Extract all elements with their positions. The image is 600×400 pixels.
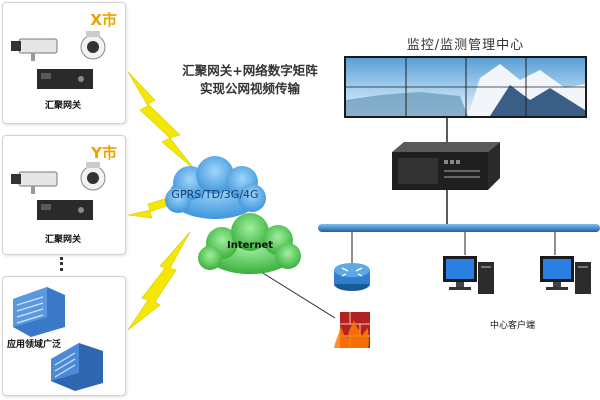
internet-label-wrap: Internet (205, 240, 295, 251)
pc-icon (443, 256, 494, 294)
building-icon (51, 343, 103, 391)
monitor-center-title: 监控/监测管理中心 (406, 38, 525, 53)
clients-label: 中心客户端 (490, 321, 536, 331)
lightning-icon (127, 231, 191, 331)
city-label: X市 (90, 11, 117, 29)
video-wall-icon (344, 56, 587, 118)
more-sites-dots (60, 257, 66, 271)
site-panel-y: Y市 汇聚网关 (2, 135, 126, 255)
site-devices (11, 162, 106, 220)
router-icon (334, 263, 370, 291)
dvr-gateway-icon (37, 69, 93, 89)
mobile-network-cloud (165, 156, 266, 219)
firewall-icon (334, 312, 370, 348)
site-panel-x: X市 汇聚网关 (2, 2, 126, 124)
applications-label: 应用领域广泛 (7, 340, 62, 350)
device-label: 汇聚网关 (45, 235, 82, 245)
building-icon (13, 287, 65, 337)
server-icon (392, 142, 500, 190)
dvr-gateway-icon (37, 200, 93, 220)
dome-camera-icon (80, 162, 106, 191)
headline-line1: 汇聚网关+网络数字矩阵 (182, 63, 318, 78)
site-devices (13, 287, 103, 391)
internet-firewall-link (257, 269, 336, 319)
site-devices (11, 31, 106, 89)
mobile-cloud-label-wrap: GPRS/TD/3G/4G (168, 188, 262, 201)
dome-camera-icon (80, 31, 106, 60)
camera-icon (11, 38, 58, 61)
internet-label: Internet (226, 240, 273, 251)
device-label: 汇聚网关 (45, 101, 82, 111)
headline: 汇聚网关+网络数字矩阵 实现公网视频传输 (150, 62, 350, 98)
city-label: Y市 (91, 144, 117, 162)
site-panel-applications: 应用领域广泛 (2, 276, 126, 396)
mobile-cloud-label: GPRS/TD/3G/4G (171, 188, 259, 201)
camera-icon (11, 171, 58, 194)
pc-icon (540, 256, 591, 294)
internet-cloud (198, 213, 301, 274)
network-bus (318, 224, 600, 232)
headline-line2: 实现公网视频传输 (199, 81, 300, 96)
